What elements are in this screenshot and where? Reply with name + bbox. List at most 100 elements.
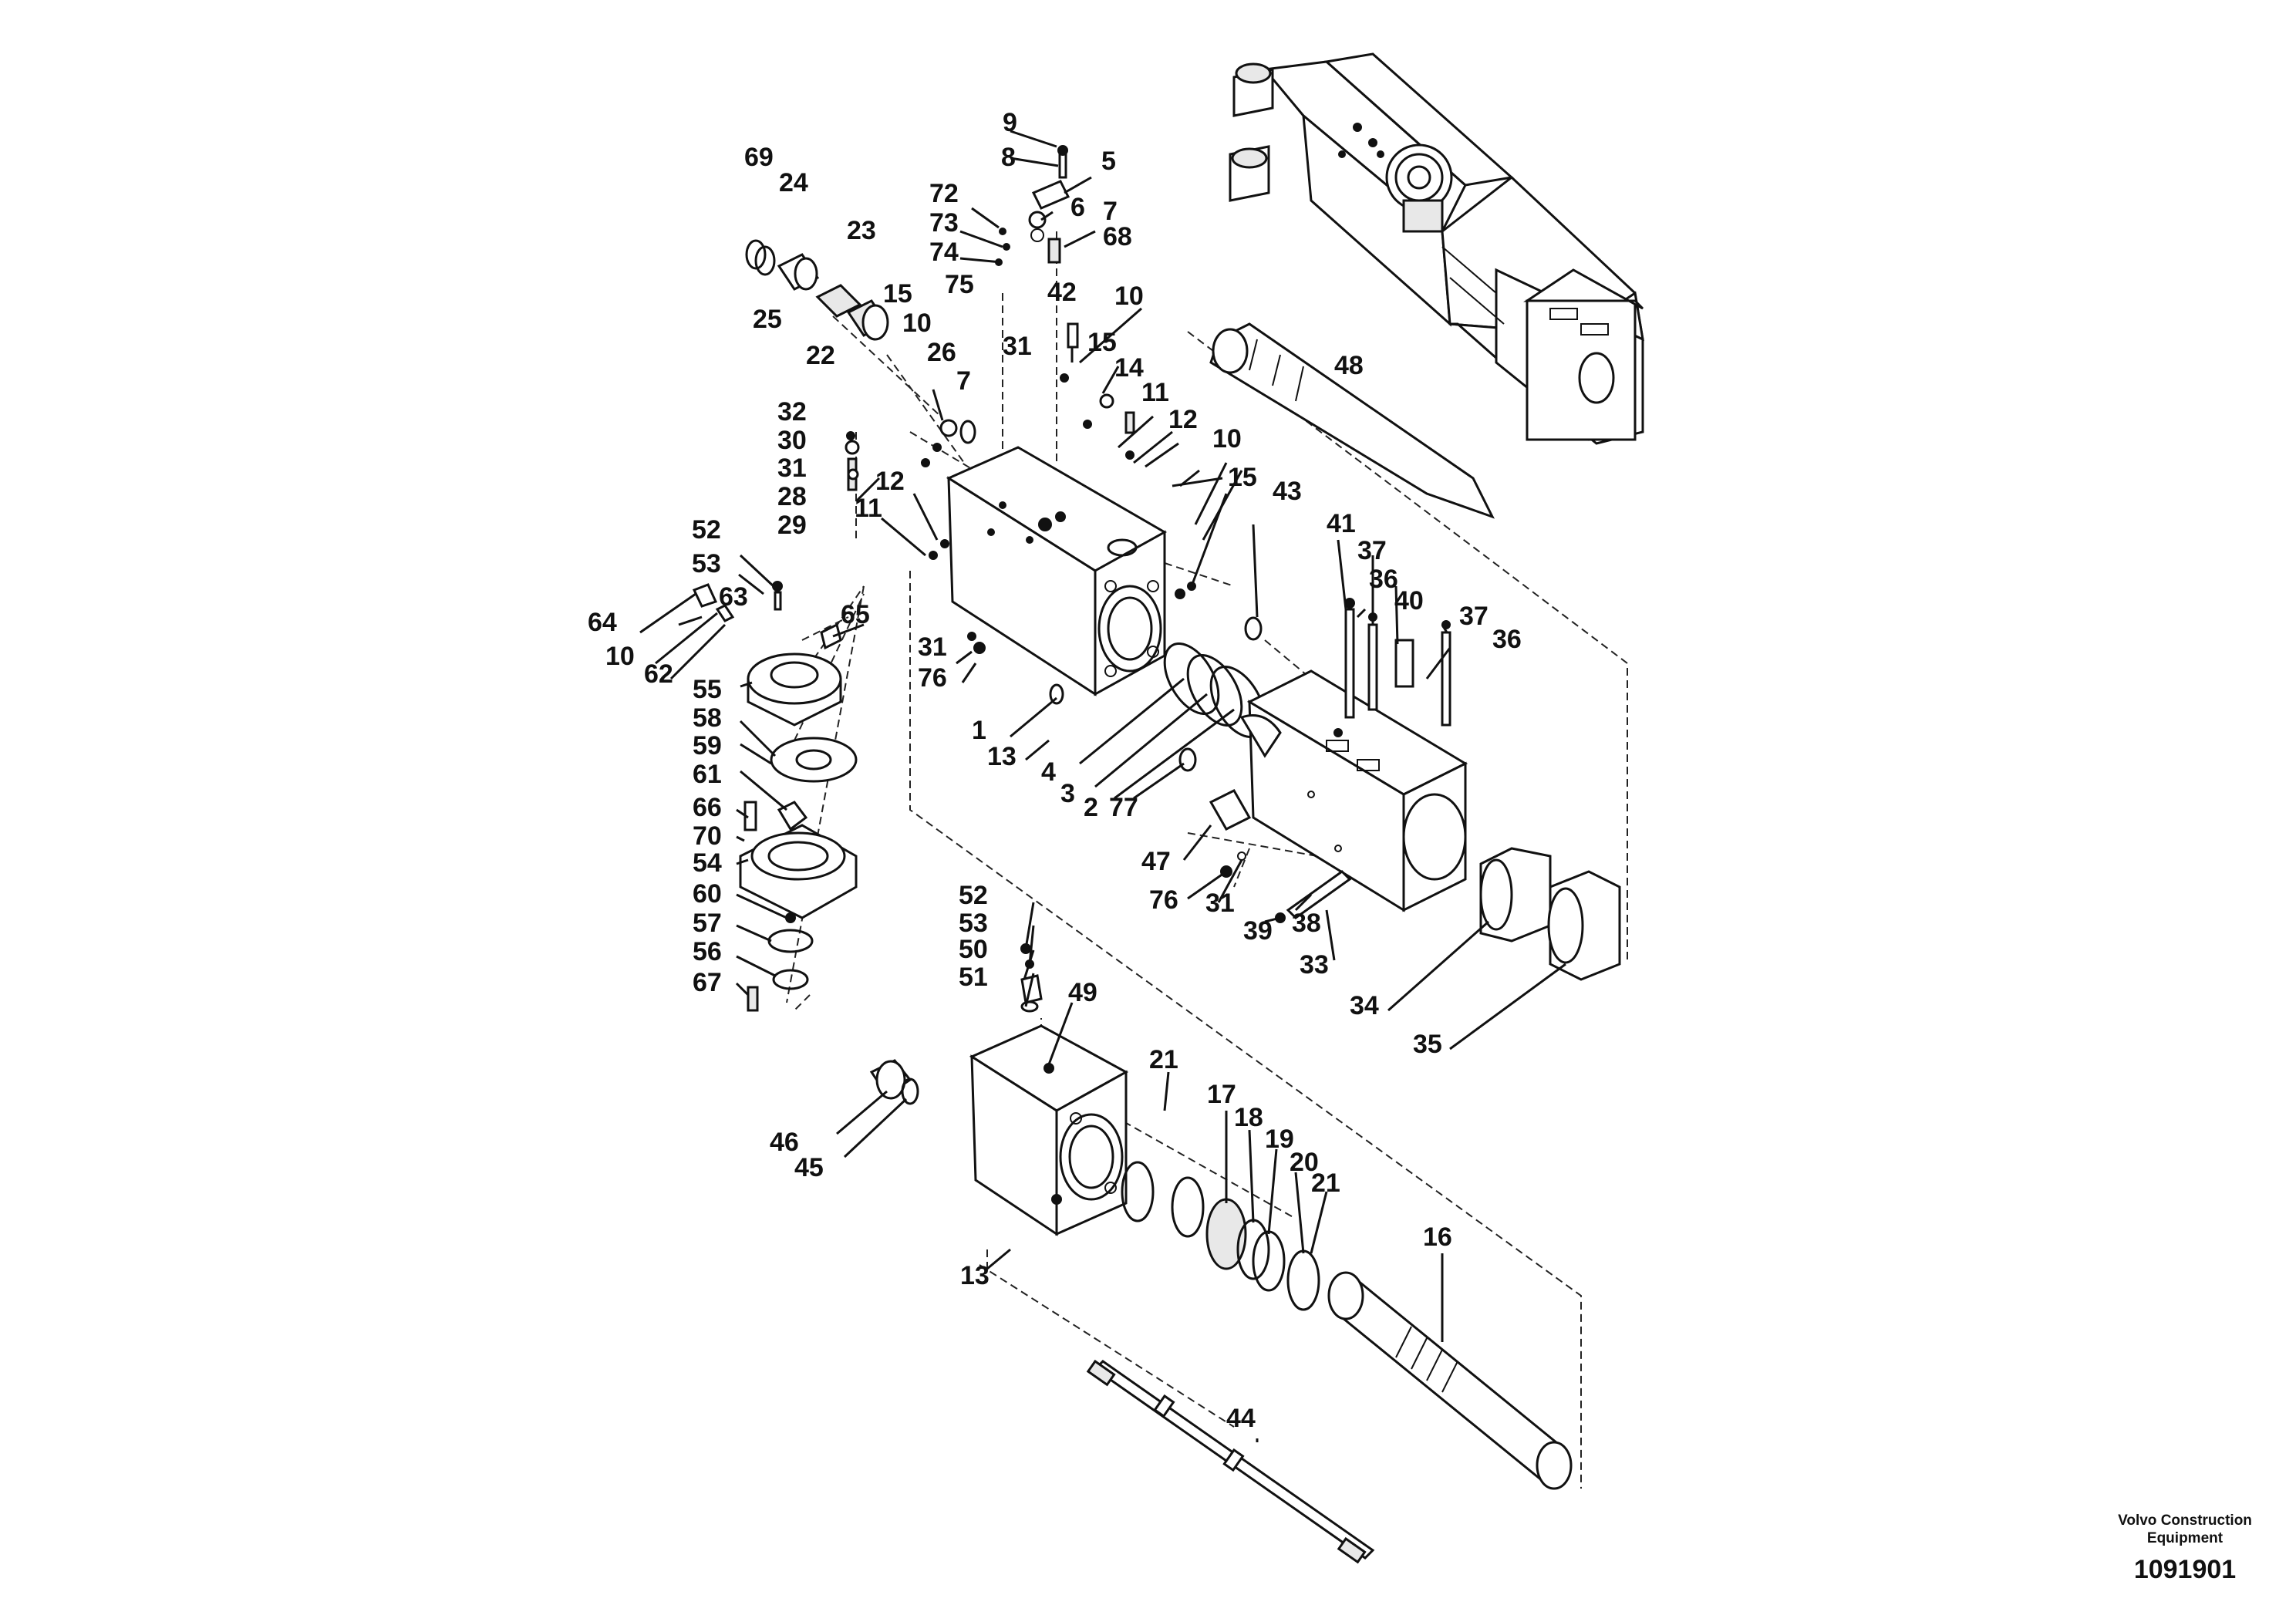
callout-9: 9 xyxy=(1003,108,1017,137)
piston-part xyxy=(1327,1271,1573,1490)
callout-45: 45 xyxy=(794,1153,824,1182)
callout-10-right: 10 xyxy=(1212,424,1242,454)
company-name: Volvo Construction Equipment xyxy=(2092,1512,2277,1547)
callout-31-left: 31 xyxy=(777,454,807,483)
callout-57: 57 xyxy=(693,909,722,938)
callout-16: 16 xyxy=(1423,1222,1452,1252)
callout-70: 70 xyxy=(693,821,722,851)
callout-32: 32 xyxy=(777,397,807,427)
callout-23: 23 xyxy=(847,216,876,245)
callout-1: 1 xyxy=(972,716,986,745)
callout-65: 65 xyxy=(841,600,870,629)
callout-52-lower: 52 xyxy=(959,881,988,910)
callout-76-body: 76 xyxy=(1149,885,1178,915)
callout-72: 72 xyxy=(929,179,959,208)
callout-77: 77 xyxy=(1109,793,1138,822)
callout-54: 54 xyxy=(693,848,722,878)
company-line-2: Equipment xyxy=(2146,1530,2224,1546)
callout-43: 43 xyxy=(1273,477,1302,506)
callout-46: 46 xyxy=(770,1128,799,1157)
callout-66: 66 xyxy=(693,793,722,822)
callout-10-left: 10 xyxy=(902,309,932,338)
callout-4: 4 xyxy=(1041,757,1056,787)
callout-25: 25 xyxy=(753,305,782,334)
callout-17: 17 xyxy=(1207,1080,1236,1109)
callout-75: 75 xyxy=(945,270,974,299)
callout-3: 3 xyxy=(1060,779,1075,808)
piston-seal-stack xyxy=(1121,1161,1320,1311)
callout-73: 73 xyxy=(929,208,959,238)
callout-14: 14 xyxy=(1114,353,1144,383)
leader-lines xyxy=(639,130,1566,1442)
callout-7-mid: 7 xyxy=(956,366,971,396)
callout-2: 2 xyxy=(1084,793,1098,822)
drawing-number: 1091901 xyxy=(2133,1555,2237,1584)
callout-8: 8 xyxy=(1001,143,1016,172)
callout-11-top: 11 xyxy=(1141,378,1169,407)
callout-31-top: 31 xyxy=(1003,332,1032,361)
valve-parts-22-25 xyxy=(745,239,889,341)
callout-61: 61 xyxy=(693,760,722,789)
callout-42: 42 xyxy=(1047,278,1077,307)
title-block: Volvo Construction Equipment 1091901 xyxy=(2092,1512,2277,1585)
callout-48: 48 xyxy=(1334,351,1364,380)
callout-34: 34 xyxy=(1350,991,1379,1020)
callout-51: 51 xyxy=(959,963,988,992)
callout-68: 68 xyxy=(1103,222,1132,251)
company-line-1: Volvo Construction xyxy=(2118,1512,2252,1529)
callout-labels: 69 24 23 25 22 9 8 5 72 6 73 7 68 74 75 … xyxy=(588,108,1522,1433)
callout-13-bottom: 13 xyxy=(960,1261,990,1290)
callout-18: 18 xyxy=(1234,1103,1263,1132)
callout-52-left: 52 xyxy=(692,515,721,545)
callout-59: 59 xyxy=(693,731,722,760)
valve-block-part xyxy=(946,446,1168,696)
assembled-breaker-unit xyxy=(1229,52,1644,445)
callout-31-body: 31 xyxy=(1205,889,1235,918)
callout-11-left: 11 xyxy=(855,494,882,523)
callout-37-right: 37 xyxy=(1459,602,1489,631)
callout-20: 20 xyxy=(1290,1148,1319,1177)
bushings-34-35 xyxy=(1479,847,1621,981)
callout-21-bottom: 21 xyxy=(1311,1168,1340,1198)
callout-40: 40 xyxy=(1394,586,1424,615)
callout-29: 29 xyxy=(777,511,807,540)
callout-53-left: 53 xyxy=(692,549,721,578)
callout-33: 33 xyxy=(1300,950,1329,980)
callout-12-top: 12 xyxy=(1168,405,1198,434)
callout-37-left: 37 xyxy=(1357,536,1387,565)
callout-62: 62 xyxy=(644,659,673,689)
callout-30: 30 xyxy=(777,426,807,455)
callout-26: 26 xyxy=(927,338,956,367)
callout-6: 6 xyxy=(1070,193,1085,222)
callout-12-left: 12 xyxy=(875,467,905,496)
callout-60: 60 xyxy=(693,879,722,909)
callout-36-right: 36 xyxy=(1492,625,1522,654)
rod-part xyxy=(1086,1359,1375,1564)
callout-22: 22 xyxy=(806,341,835,370)
callout-56: 56 xyxy=(693,937,722,966)
callout-24: 24 xyxy=(779,168,808,197)
callout-13-top: 13 xyxy=(987,742,1017,771)
callout-19: 19 xyxy=(1265,1125,1294,1154)
callout-69: 69 xyxy=(744,143,774,172)
chisel-tool-part xyxy=(1209,322,1495,519)
callout-31-block: 31 xyxy=(918,632,947,662)
callout-28: 28 xyxy=(777,482,807,511)
accumulator-block-part xyxy=(969,943,1129,1236)
callout-58: 58 xyxy=(693,703,722,733)
callout-44: 44 xyxy=(1226,1404,1256,1433)
callout-7-top: 7 xyxy=(1103,197,1118,226)
pins-36-37-41 xyxy=(1344,598,1451,727)
callout-10-cap: 10 xyxy=(605,642,635,671)
callout-35: 35 xyxy=(1413,1030,1442,1059)
callout-64: 64 xyxy=(588,608,617,637)
callout-74: 74 xyxy=(929,238,959,267)
callout-47: 47 xyxy=(1141,847,1171,876)
cylinder-body-part xyxy=(1239,669,1468,912)
callout-50: 50 xyxy=(959,935,988,964)
callout-15-right: 15 xyxy=(1228,463,1257,492)
callout-21-top: 21 xyxy=(1149,1045,1178,1074)
cap-assembly-55-67 xyxy=(692,581,858,1012)
